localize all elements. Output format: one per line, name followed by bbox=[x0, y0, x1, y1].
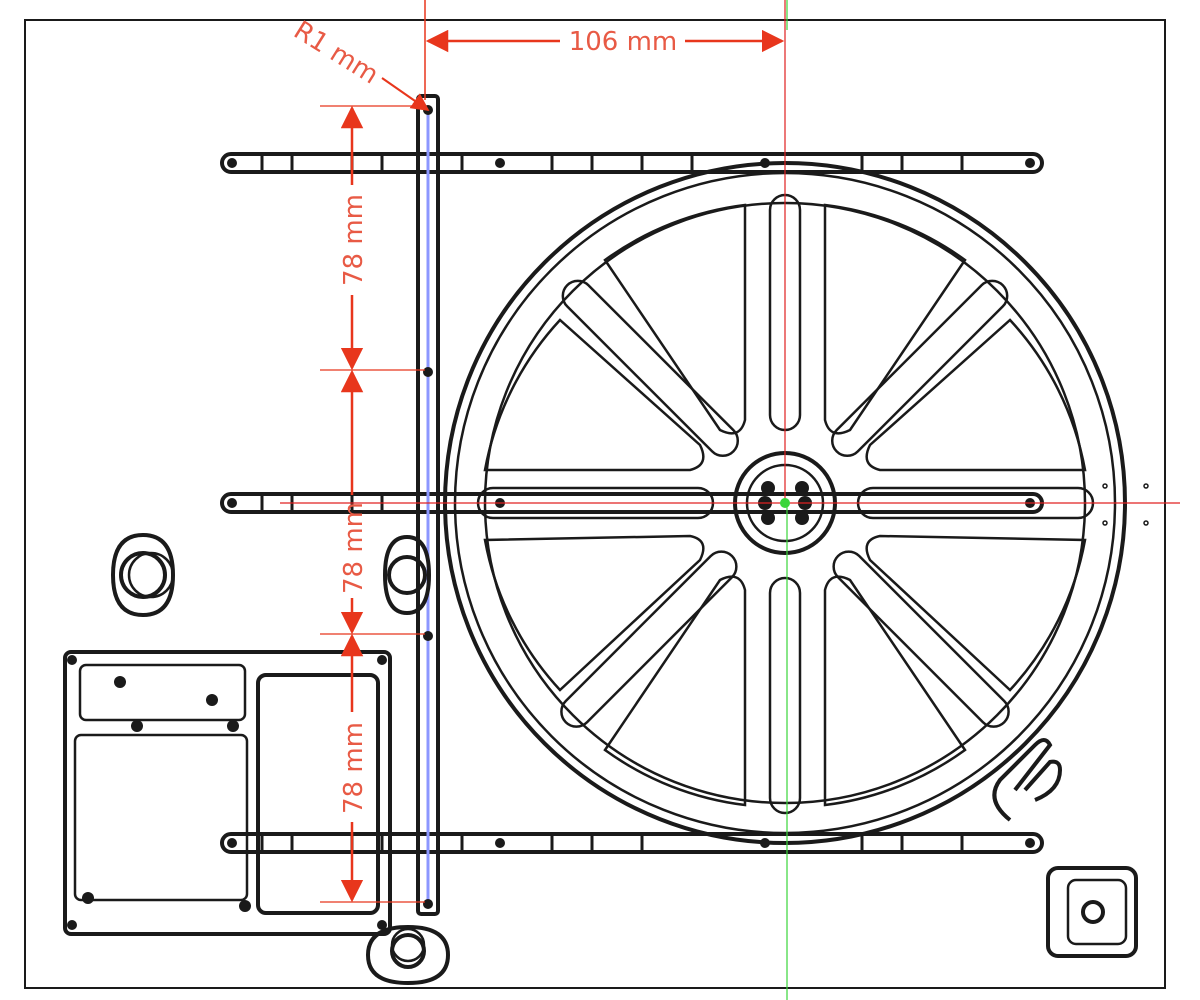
dimension-78-top-label[interactable]: 78 mm bbox=[339, 194, 369, 286]
spring-clip[interactable] bbox=[992, 738, 1063, 822]
rail-top[interactable] bbox=[220, 152, 1044, 174]
dimension-106[interactable]: 106 mm bbox=[424, 0, 785, 100]
flange-left[interactable] bbox=[110, 532, 176, 618]
dimension-78-middle-label[interactable]: 78 mm bbox=[339, 502, 369, 594]
dimension-106-label[interactable]: 106 mm bbox=[569, 27, 678, 57]
dimension-radius[interactable]: R1 mm bbox=[288, 15, 430, 112]
base-plate-outline[interactable] bbox=[24, 19, 1166, 989]
rail-bottom[interactable] bbox=[220, 832, 1044, 854]
power-supply-module[interactable] bbox=[256, 673, 380, 915]
dimension-78-top[interactable]: 78 mm bbox=[320, 105, 425, 371]
dimension-radius-label[interactable]: R1 mm bbox=[288, 15, 383, 90]
flange-center[interactable] bbox=[382, 534, 432, 616]
wheel-cutouts bbox=[483, 203, 1087, 807]
sensor-module[interactable] bbox=[1046, 866, 1138, 958]
dimension-78-bottom[interactable]: 78 mm bbox=[320, 633, 425, 903]
dimension-78-middle[interactable]: 78 mm bbox=[320, 369, 425, 635]
origin-point-icon[interactable] bbox=[780, 498, 790, 508]
controller-enclosure[interactable] bbox=[63, 650, 392, 936]
dimension-78-bottom-label[interactable]: 78 mm bbox=[339, 722, 369, 814]
vertical-rail[interactable] bbox=[416, 94, 440, 916]
small-markers bbox=[1102, 483, 1149, 526]
